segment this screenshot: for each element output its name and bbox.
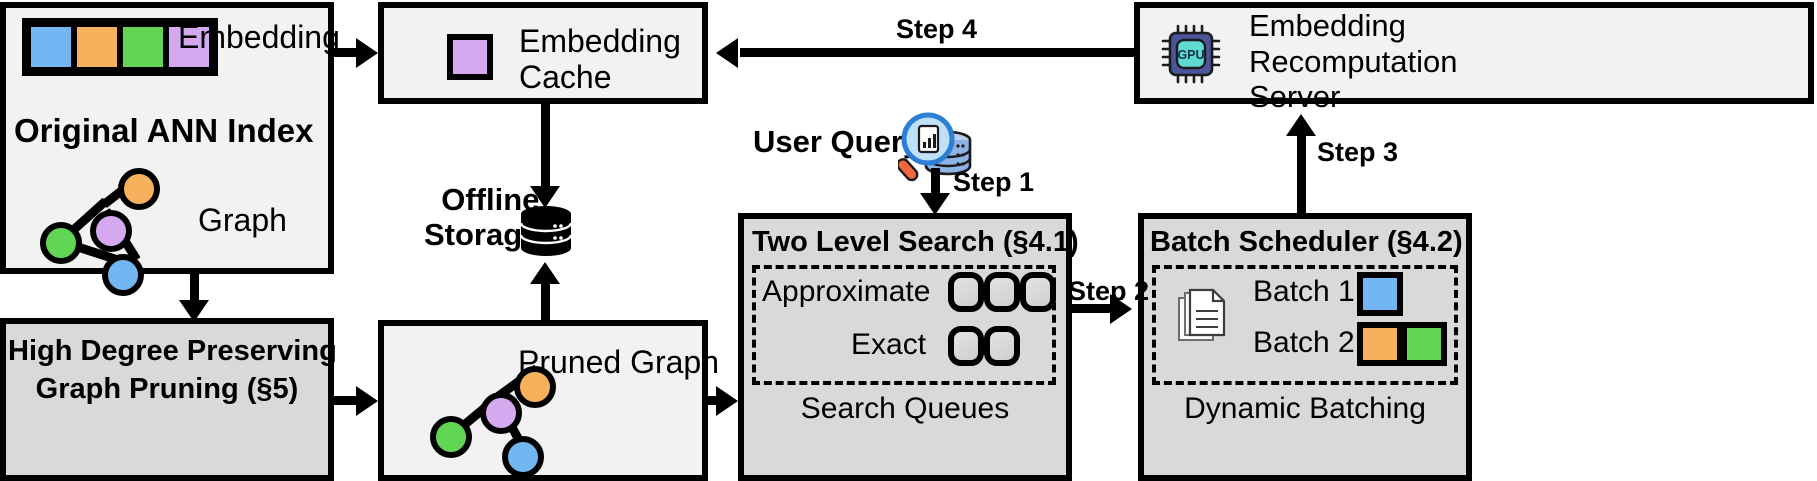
graph-node <box>118 168 160 210</box>
queue-chip <box>1020 272 1056 312</box>
batch-1-label: Batch 1 <box>1253 275 1355 308</box>
embedding-cell <box>74 24 120 70</box>
connector-cache-to-storage <box>541 104 550 190</box>
embedding-label: Embedding <box>178 19 340 55</box>
connector-step2 <box>1072 304 1116 313</box>
embedding-cache-swatch <box>447 34 493 80</box>
step-3-label: Step 3 <box>1317 137 1399 167</box>
batch-2-label: Batch 2 <box>1253 326 1355 359</box>
graph-node <box>480 392 522 434</box>
arrowhead-up <box>1286 114 1316 136</box>
batch-scheduler-title: Batch Scheduler (§4.2) <box>1150 226 1463 258</box>
connector-index-to-pruning <box>190 274 199 306</box>
approximate-label: Approximate <box>762 275 931 308</box>
batch-1-item <box>1357 272 1403 316</box>
queue-chip <box>984 326 1020 366</box>
search-queues-footer: Search Queues <box>800 392 1010 425</box>
embedding-cell <box>166 24 212 70</box>
graph-node <box>40 222 82 264</box>
arrowhead-right <box>1110 294 1132 324</box>
graph-node <box>502 436 544 478</box>
connector-step3 <box>1297 124 1306 216</box>
step-1-label: Step 1 <box>953 167 1035 197</box>
graph-node <box>514 366 556 408</box>
original-graph <box>40 168 160 296</box>
connector-pruning-to-pruned <box>334 396 362 405</box>
dynamic-batching-panel <box>1152 265 1458 385</box>
embedding-cell <box>120 24 166 70</box>
batch-2-item <box>1357 322 1403 366</box>
connector-step4 <box>740 48 1136 57</box>
step-2-label: Step 2 <box>1068 276 1150 306</box>
dynamic-batching-footer: Dynamic Batching <box>1184 392 1426 425</box>
two-level-search-title: Two Level Search (§4.1) <box>752 226 1079 258</box>
graph-node <box>102 254 144 296</box>
documents-icon <box>1178 288 1226 341</box>
arrowhead-right <box>356 386 378 416</box>
exact-label: Exact <box>851 328 927 361</box>
arrowhead-up <box>530 262 560 284</box>
two-level-search-box <box>738 213 1072 481</box>
embedding-cache-box <box>378 2 708 104</box>
connector-pruned-to-storage <box>541 272 550 322</box>
queue-chip <box>948 326 984 366</box>
recomputation-server-box <box>1134 2 1814 104</box>
embedding-cache-label: Embedding Cache <box>519 23 681 95</box>
graph-node <box>430 416 472 458</box>
search-queues-panel <box>752 265 1056 385</box>
arrowhead-left <box>716 38 738 68</box>
batch-2-item <box>1401 322 1447 366</box>
graph-label: Graph <box>198 202 287 238</box>
embedding-strip <box>22 18 218 76</box>
arrowhead-down <box>179 300 209 322</box>
queue-chip <box>984 272 1020 312</box>
pruned-graph-label: Pruned Graph <box>518 344 720 380</box>
gpu-icon: GPU <box>1161 24 1221 84</box>
graph-node <box>90 210 132 252</box>
original-ann-index-title: Original ANN Index <box>14 112 314 149</box>
embedding-cell <box>28 24 74 70</box>
queue-chip <box>948 272 984 312</box>
step-4-label: Step 4 <box>896 14 978 44</box>
connector-step1 <box>931 168 940 198</box>
graph-pruning-label: High Degree Preserving Graph Pruning (§5… <box>8 335 337 405</box>
arrowhead-right <box>356 38 378 68</box>
pruned-graph <box>430 364 560 478</box>
arrowhead-down <box>530 186 560 208</box>
graph-pruning-box <box>0 318 334 481</box>
database-icon <box>519 206 573 256</box>
search-database-icon <box>898 112 972 182</box>
connector-index-to-cache <box>334 48 362 57</box>
svg-text:GPU: GPU <box>1177 48 1204 62</box>
recomputation-server-label: Embedding Recomputation Server <box>1249 8 1458 115</box>
arrowhead-down <box>920 193 950 215</box>
user-query-label: User Query <box>753 124 921 159</box>
arrowhead-right <box>716 386 738 416</box>
